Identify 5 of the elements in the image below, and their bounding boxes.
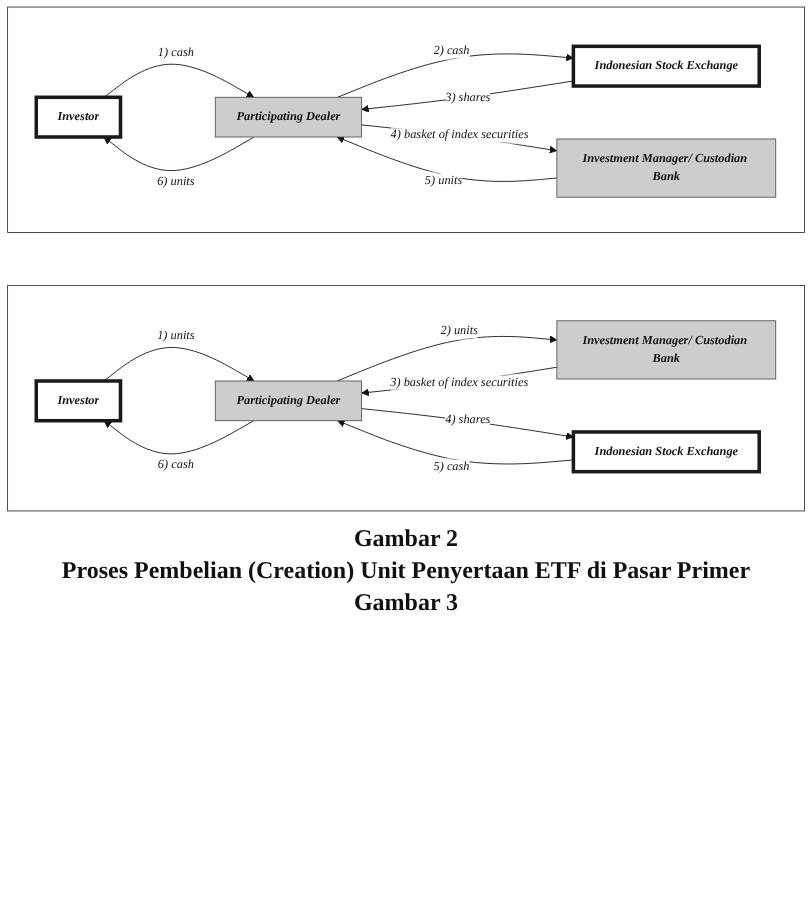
figure-number: Gambar 2	[353, 524, 459, 552]
cluster	[7, 6, 805, 233]
figure-number: Gambar 3	[353, 588, 459, 616]
figure-caption: Proses Pembelian (Creation) Unit Penyertaan ETF di Pasar Primer	[61, 556, 751, 584]
cluster	[7, 285, 805, 512]
